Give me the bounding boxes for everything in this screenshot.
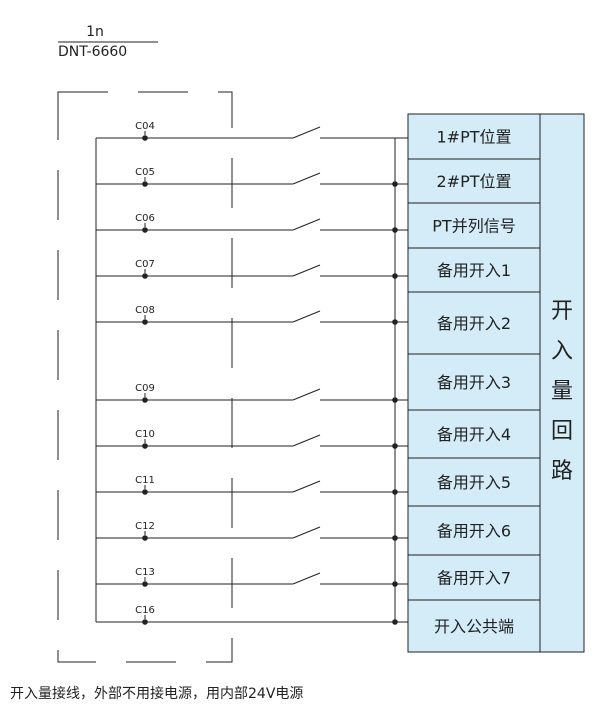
switch-contact xyxy=(292,572,321,585)
junction-dot xyxy=(392,535,398,541)
signal-box xyxy=(407,457,541,507)
switch-contact xyxy=(292,526,321,539)
signal-label: 1#PT位置 xyxy=(436,128,511,147)
terminal-label: C05 xyxy=(135,167,155,178)
device-label-top: 1n xyxy=(86,24,104,40)
switch-contact xyxy=(292,388,321,401)
signal-label: 开入公共端 xyxy=(434,617,514,636)
terminal-label: C11 xyxy=(135,475,155,486)
terminal-label: C12 xyxy=(135,521,155,532)
signal-label: 2#PT位置 xyxy=(436,172,511,191)
signal-label: PT并列信号 xyxy=(432,217,515,236)
junction-dot xyxy=(392,397,398,403)
junction-dot xyxy=(392,227,398,233)
signal-box xyxy=(407,353,541,411)
switch-contact xyxy=(292,126,321,139)
terminal-label: C10 xyxy=(135,429,155,440)
side-label-char: 量 xyxy=(551,379,573,404)
device-boundary xyxy=(57,91,233,663)
terminal-label: C06 xyxy=(135,213,155,224)
caption: 开入量接线，外部不用接电源，用内部24V电源 xyxy=(10,686,304,702)
signal-box xyxy=(407,505,541,556)
switch-contact xyxy=(292,218,321,231)
junction-dot xyxy=(392,581,398,587)
switch-contact xyxy=(292,264,321,277)
terminal-label: C08 xyxy=(135,305,155,316)
switch-contact xyxy=(292,434,321,447)
signal-box xyxy=(407,202,541,249)
signal-box xyxy=(407,247,541,293)
switch-contact xyxy=(292,310,321,323)
junction-dot xyxy=(392,181,398,187)
junction-dot xyxy=(392,443,398,449)
side-label-box xyxy=(539,113,585,653)
junction-dot xyxy=(392,619,398,625)
signal-label: 备用开入7 xyxy=(437,569,511,588)
signal-box xyxy=(407,158,541,204)
terminal-label: C07 xyxy=(135,259,155,270)
side-label-char: 入 xyxy=(551,339,573,364)
junction-dot xyxy=(392,319,398,325)
signal-label: 备用开入2 xyxy=(437,314,511,333)
side-label-char: 路 xyxy=(551,459,573,484)
signal-label: 备用开入6 xyxy=(437,522,511,541)
junction-dot xyxy=(392,273,398,279)
signal-box xyxy=(407,409,541,459)
terminal-label: C04 xyxy=(135,121,155,132)
side-label-char: 回 xyxy=(551,419,573,444)
terminal-label: C09 xyxy=(135,383,155,394)
switch-contact xyxy=(292,480,321,493)
device-label-bottom: DNT-6660 xyxy=(58,44,127,60)
terminal-label: C13 xyxy=(135,567,155,578)
switch-contact xyxy=(292,172,321,185)
signal-box xyxy=(407,113,541,160)
terminal-label: C16 xyxy=(135,605,155,616)
wiring-diagram: 1n DNT-6660 C04C05C06C07C08C09C10C11C12C… xyxy=(57,24,585,663)
signal-label: 备用开入5 xyxy=(437,473,511,492)
junction-dot xyxy=(392,489,398,495)
signal-label: 备用开入4 xyxy=(437,425,511,444)
signal-box xyxy=(407,554,541,601)
signal-label: 备用开入1 xyxy=(437,261,511,280)
signal-box xyxy=(407,291,541,355)
signal-box xyxy=(407,599,541,653)
side-label-char: 开 xyxy=(551,299,573,324)
signal-label: 备用开入3 xyxy=(437,373,511,392)
